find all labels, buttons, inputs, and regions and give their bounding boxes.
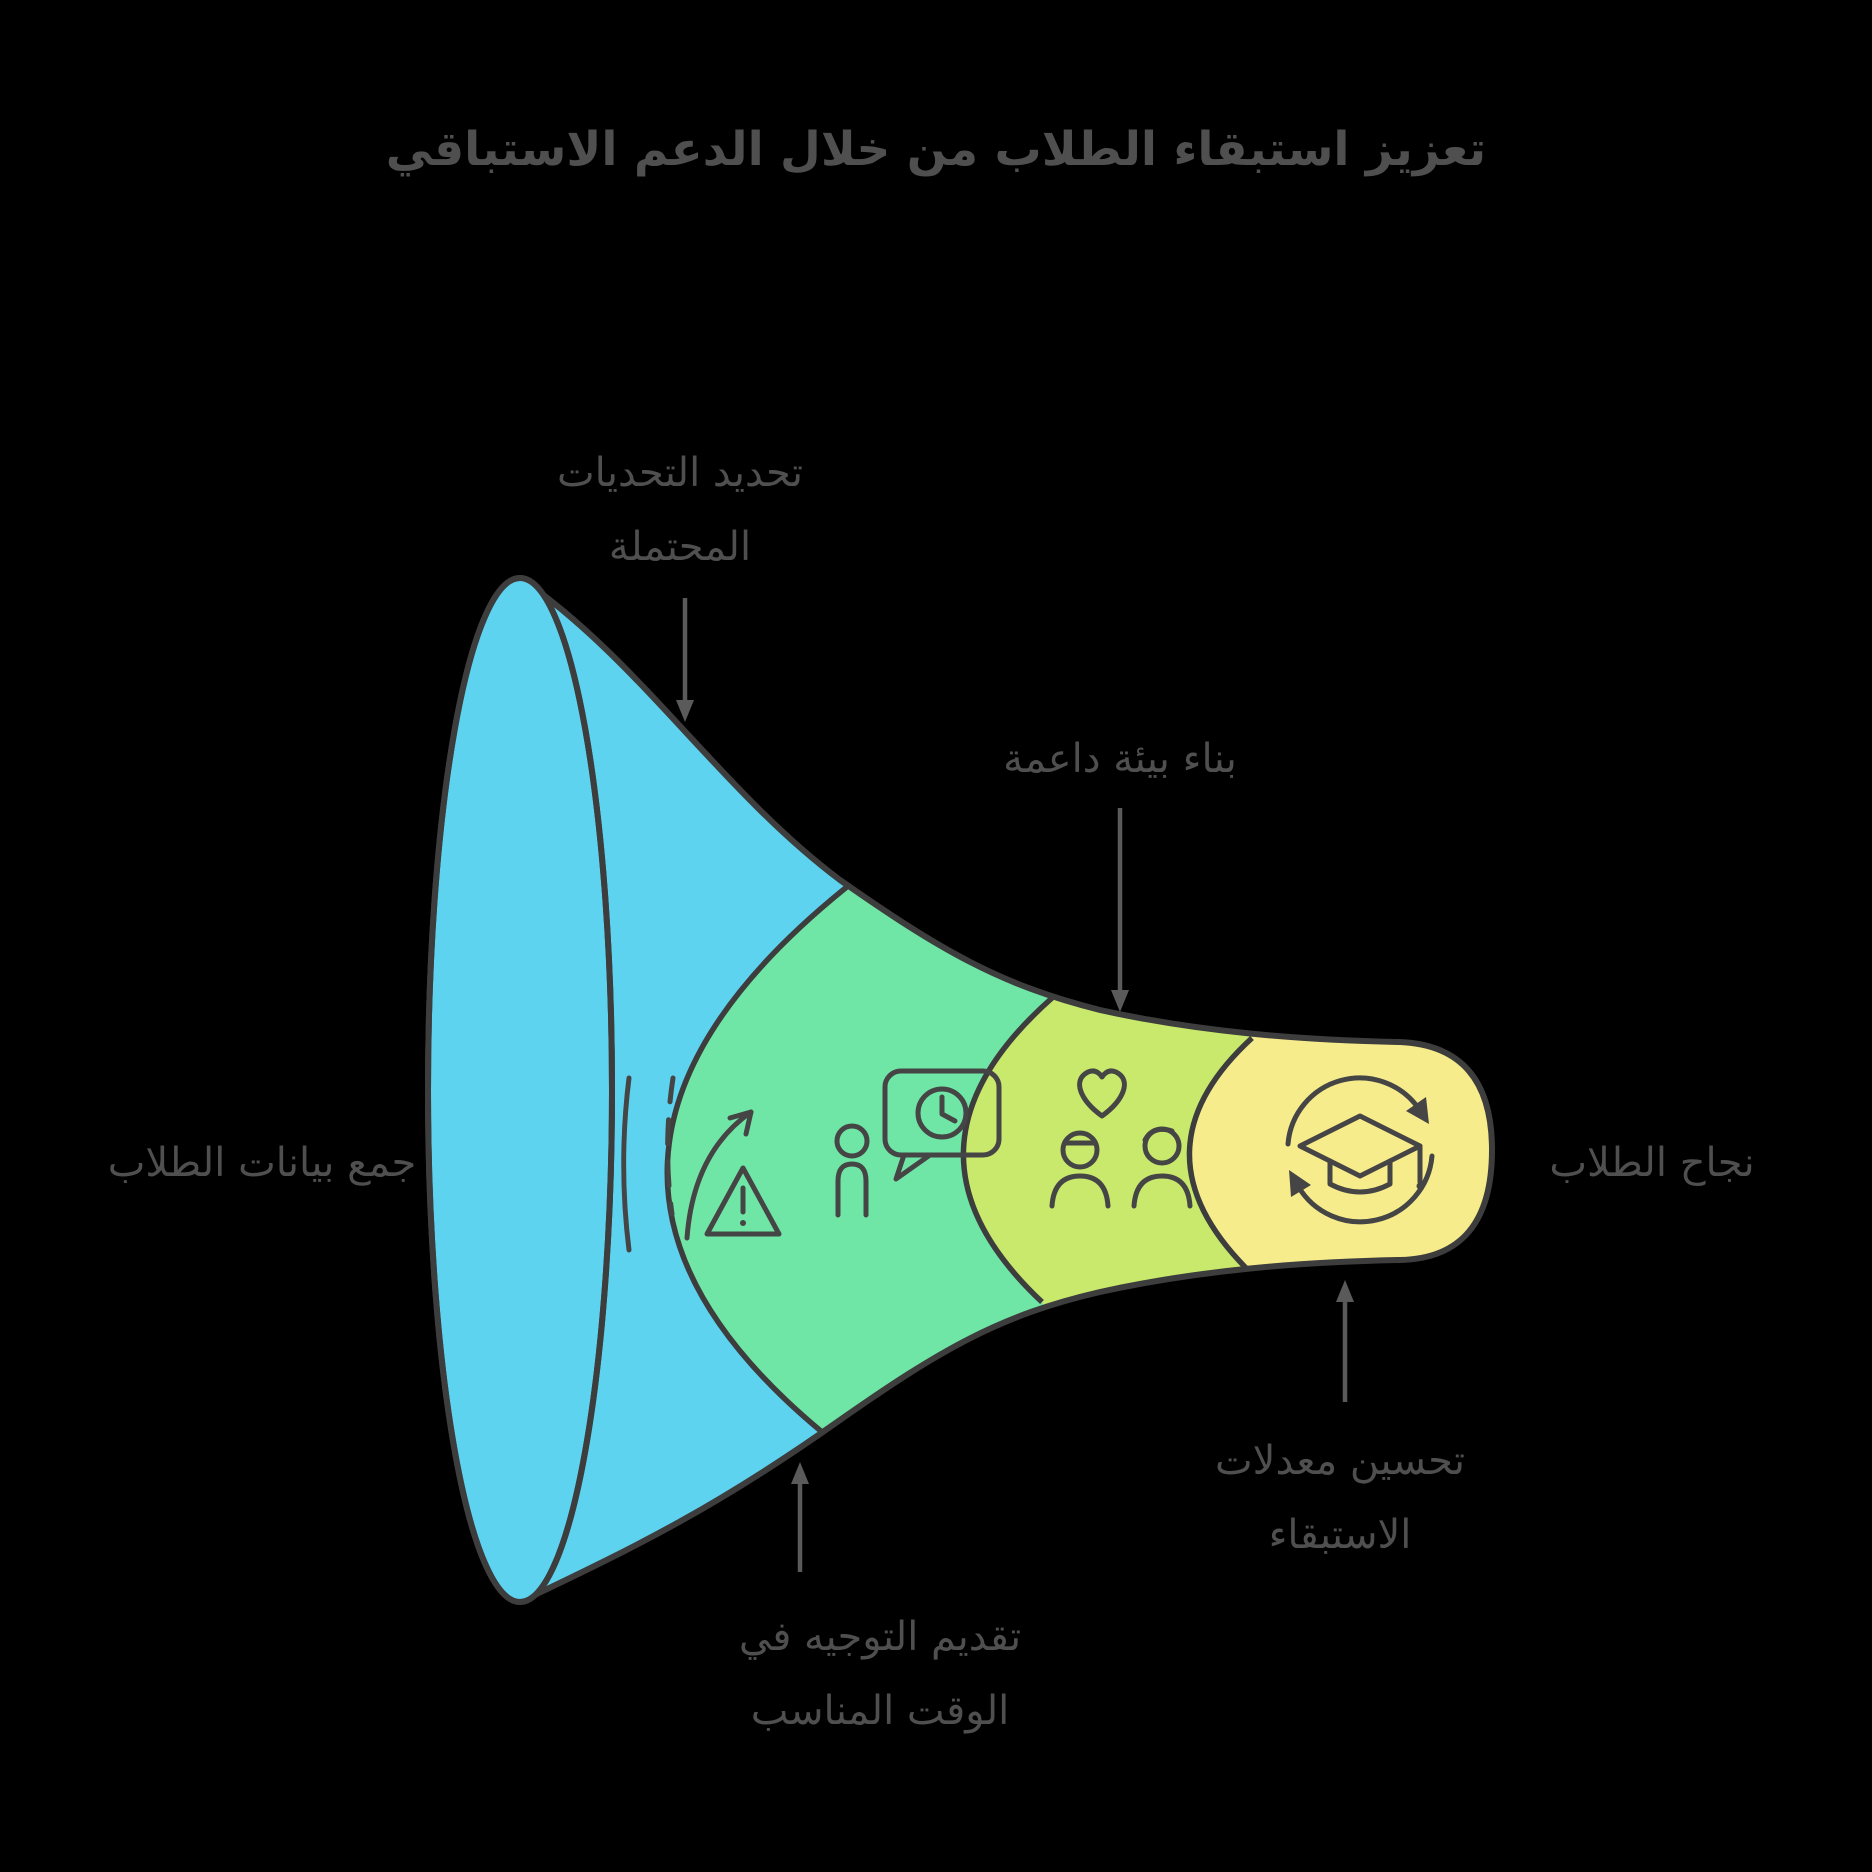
label-line: المحتملة — [608, 524, 752, 570]
arrow-environment-head — [1111, 990, 1129, 1012]
label-line: جمع بيانات الطلاب — [107, 1140, 417, 1186]
graduation-cycle-icon — [1285, 1075, 1435, 1225]
label-line: الاستبقاء — [1268, 1512, 1412, 1558]
label-input-student-data: جمع بيانات الطلاب — [108, 1126, 417, 1200]
label-identify-challenges: تحديد التحديات المحتملة — [557, 436, 803, 584]
label-timely-guidance: تقديم التوجيه في الوقت المناسب — [739, 1600, 1021, 1748]
person-chat-clock-icon — [834, 1068, 1002, 1218]
label-line: بناء بيئة داعمة — [1003, 736, 1237, 782]
arrow-identify-head — [676, 700, 694, 722]
label-supportive-environment: بناء بيئة داعمة — [1003, 722, 1237, 796]
label-line: تحسين معدلات — [1214, 1438, 1466, 1484]
arrow-retention-head — [1336, 1280, 1354, 1302]
label-line: تقديم التوجيه في — [738, 1614, 1022, 1660]
page-title: تعزيز استبقاء الطلاب من خلال الدعم الاست… — [385, 122, 1487, 177]
road-warning-icon — [621, 1075, 782, 1253]
label-output-student-success: نجاح الطلاب — [1549, 1126, 1754, 1200]
label-line: تحديد التحديات — [557, 450, 803, 496]
divider-stage-2-3 — [960, 995, 1054, 1305]
label-improve-retention: تحسين معدلات الاستبقاء — [1215, 1424, 1465, 1572]
funnel-mouth-rim — [425, 575, 615, 1605]
label-line: الوقت المناسب — [750, 1688, 1010, 1734]
people-heart-icon — [1049, 1068, 1193, 1209]
arrow-guidance-head — [791, 1462, 809, 1484]
divider-stage-3-4 — [1186, 1035, 1254, 1270]
label-line: نجاح الطلاب — [1549, 1140, 1755, 1186]
funnel-outline — [518, 575, 1496, 1605]
